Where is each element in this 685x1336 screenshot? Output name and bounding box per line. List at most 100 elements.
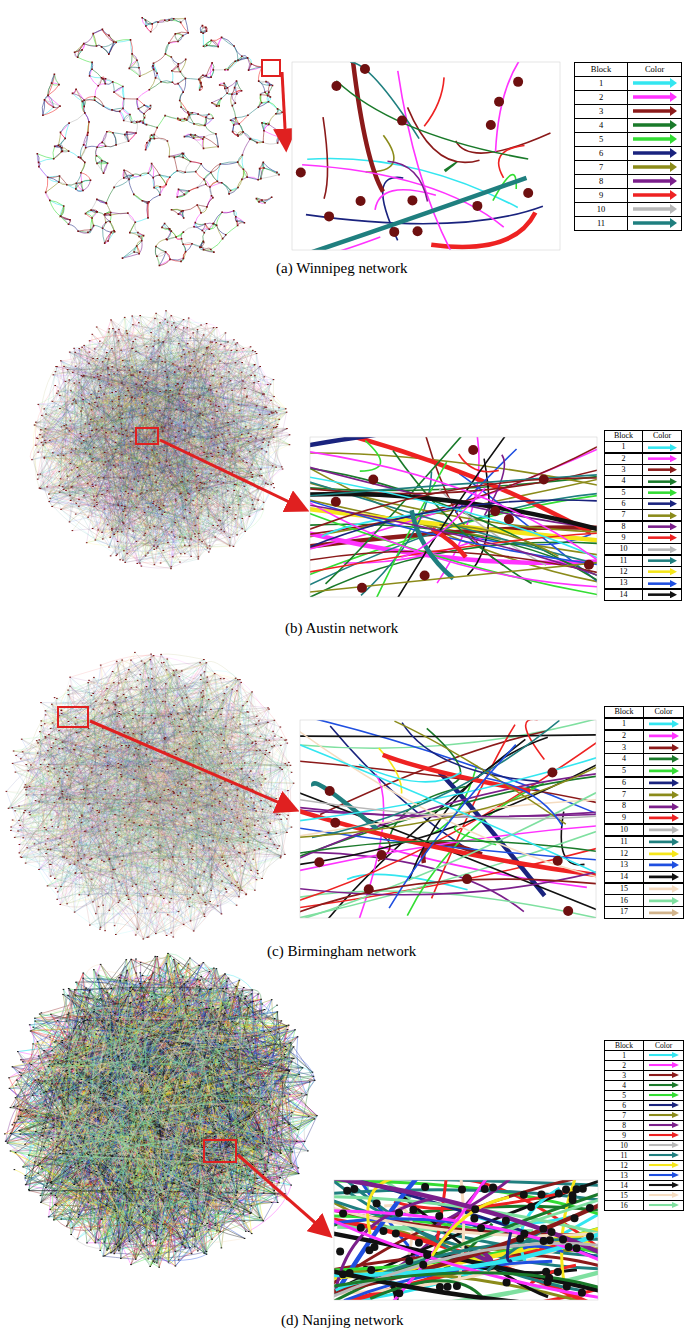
block-number-cell: 16 — [604, 894, 644, 906]
block-number: 5 — [622, 767, 626, 775]
color-swatch — [649, 1082, 679, 1088]
block-number-cell: 4 — [574, 118, 628, 133]
panel-caption: (a) Winnipeg network — [276, 260, 408, 277]
color-swatch — [648, 557, 677, 564]
block-number-cell: 12 — [604, 847, 644, 859]
color-swatch — [649, 826, 679, 834]
block-number: 2 — [622, 1062, 626, 1070]
color-swatch — [633, 162, 677, 172]
color-swatch — [649, 1092, 679, 1098]
color-swatch — [633, 204, 677, 214]
block-number-cell: 5 — [604, 765, 644, 777]
legend-color-cell — [642, 441, 682, 453]
legend-color-cell — [643, 812, 684, 824]
block-number-cell: 10 — [574, 202, 628, 217]
color-swatch — [649, 767, 679, 775]
zoom-arrow — [160, 440, 304, 509]
block-number: 7 — [622, 1112, 626, 1120]
legend-color-cell — [642, 509, 682, 521]
panel-caption: (d) Nanjing network — [281, 1312, 403, 1329]
legend-header-cell: Color — [642, 430, 682, 442]
block-number-cell: 8 — [604, 800, 644, 812]
legend-header: Color — [653, 432, 671, 440]
color-swatch — [649, 909, 679, 917]
color-swatch — [633, 120, 677, 130]
block-number: 2 — [622, 455, 626, 463]
block-number-cell: 2 — [604, 730, 644, 742]
block-number: 12 — [620, 1162, 628, 1170]
block-number: 11 — [597, 219, 605, 228]
legend-color-cell — [627, 76, 682, 91]
color-swatch — [649, 873, 679, 881]
block-number-cell: 1 — [604, 718, 644, 730]
block-number: 7 — [599, 163, 603, 172]
color-swatch — [649, 1132, 679, 1138]
block-number: 8 — [622, 802, 626, 810]
legend-color-cell — [643, 824, 684, 836]
block-number-cell: 12 — [604, 566, 643, 578]
color-swatch — [633, 134, 677, 144]
legend-color-cell — [642, 555, 682, 567]
block-number-cell: 10 — [604, 824, 644, 836]
panel-caption: (c) Birmingham network — [267, 943, 416, 960]
block-number-cell: 6 — [604, 777, 644, 789]
block-number: 10 — [620, 545, 628, 553]
legend-header-cell: Color — [643, 706, 684, 718]
network-links — [32, 317, 290, 568]
legend-color-cell — [627, 104, 682, 119]
legend-color-cell — [643, 906, 684, 918]
legend-header: Block — [615, 1042, 633, 1050]
network-nodes — [6, 652, 295, 939]
zoom-arrow — [282, 72, 286, 147]
network-links — [30, 311, 289, 569]
network-links — [37, 17, 279, 265]
color-swatch — [648, 455, 677, 462]
block-number: 14 — [620, 591, 628, 599]
legend-color-cell — [642, 577, 682, 589]
block-number-cell: 9 — [604, 532, 643, 544]
block-number: 11 — [620, 838, 628, 846]
block-number: 6 — [599, 149, 603, 158]
block-number: 4 — [622, 1082, 626, 1090]
block-number-cell: 5 — [574, 132, 628, 147]
legend-color-cell — [642, 521, 682, 533]
color-swatch — [649, 1182, 679, 1188]
block-number-cell: 11 — [604, 836, 644, 848]
legend-color-cell — [627, 90, 682, 105]
color-swatch — [648, 489, 677, 496]
legend-color-cell — [643, 883, 684, 895]
legend-color-cell — [642, 532, 682, 544]
block-number: 10 — [620, 826, 628, 834]
block-number: 15 — [620, 885, 628, 893]
block-number: 5 — [622, 489, 626, 497]
block-number: 15 — [620, 1192, 628, 1200]
block-number-cell: 2 — [604, 453, 643, 465]
color-swatch — [649, 1192, 679, 1198]
block-number: 14 — [620, 873, 628, 881]
block-number-cell: 13 — [604, 859, 644, 871]
legend-header: Color — [655, 708, 673, 716]
legend-color-cell — [642, 464, 682, 476]
color-swatch — [649, 885, 679, 893]
block-number: 12 — [620, 568, 628, 576]
zoom-box — [262, 60, 280, 76]
color-swatch — [648, 568, 677, 575]
legend-color-cell — [643, 1200, 684, 1211]
block-number: 3 — [622, 744, 626, 752]
block-number-cell: 11 — [574, 216, 628, 231]
block-number: 6 — [622, 1102, 626, 1110]
block-number: 17 — [620, 908, 628, 916]
legend-header-cell: Color — [627, 62, 682, 77]
zoom-inset — [292, 62, 560, 250]
color-swatch — [633, 78, 677, 88]
color-swatch — [649, 1162, 679, 1168]
color-swatch — [649, 1172, 679, 1178]
zoom-box — [136, 428, 158, 444]
block-number-cell: 4 — [604, 753, 644, 765]
legend-color-cell — [642, 498, 682, 510]
block-number: 7 — [622, 511, 626, 519]
zoom-arrow — [238, 1155, 328, 1234]
block-number-cell: 9 — [604, 812, 644, 824]
block-number: 6 — [622, 500, 626, 508]
block-number-cell: 3 — [604, 741, 644, 753]
